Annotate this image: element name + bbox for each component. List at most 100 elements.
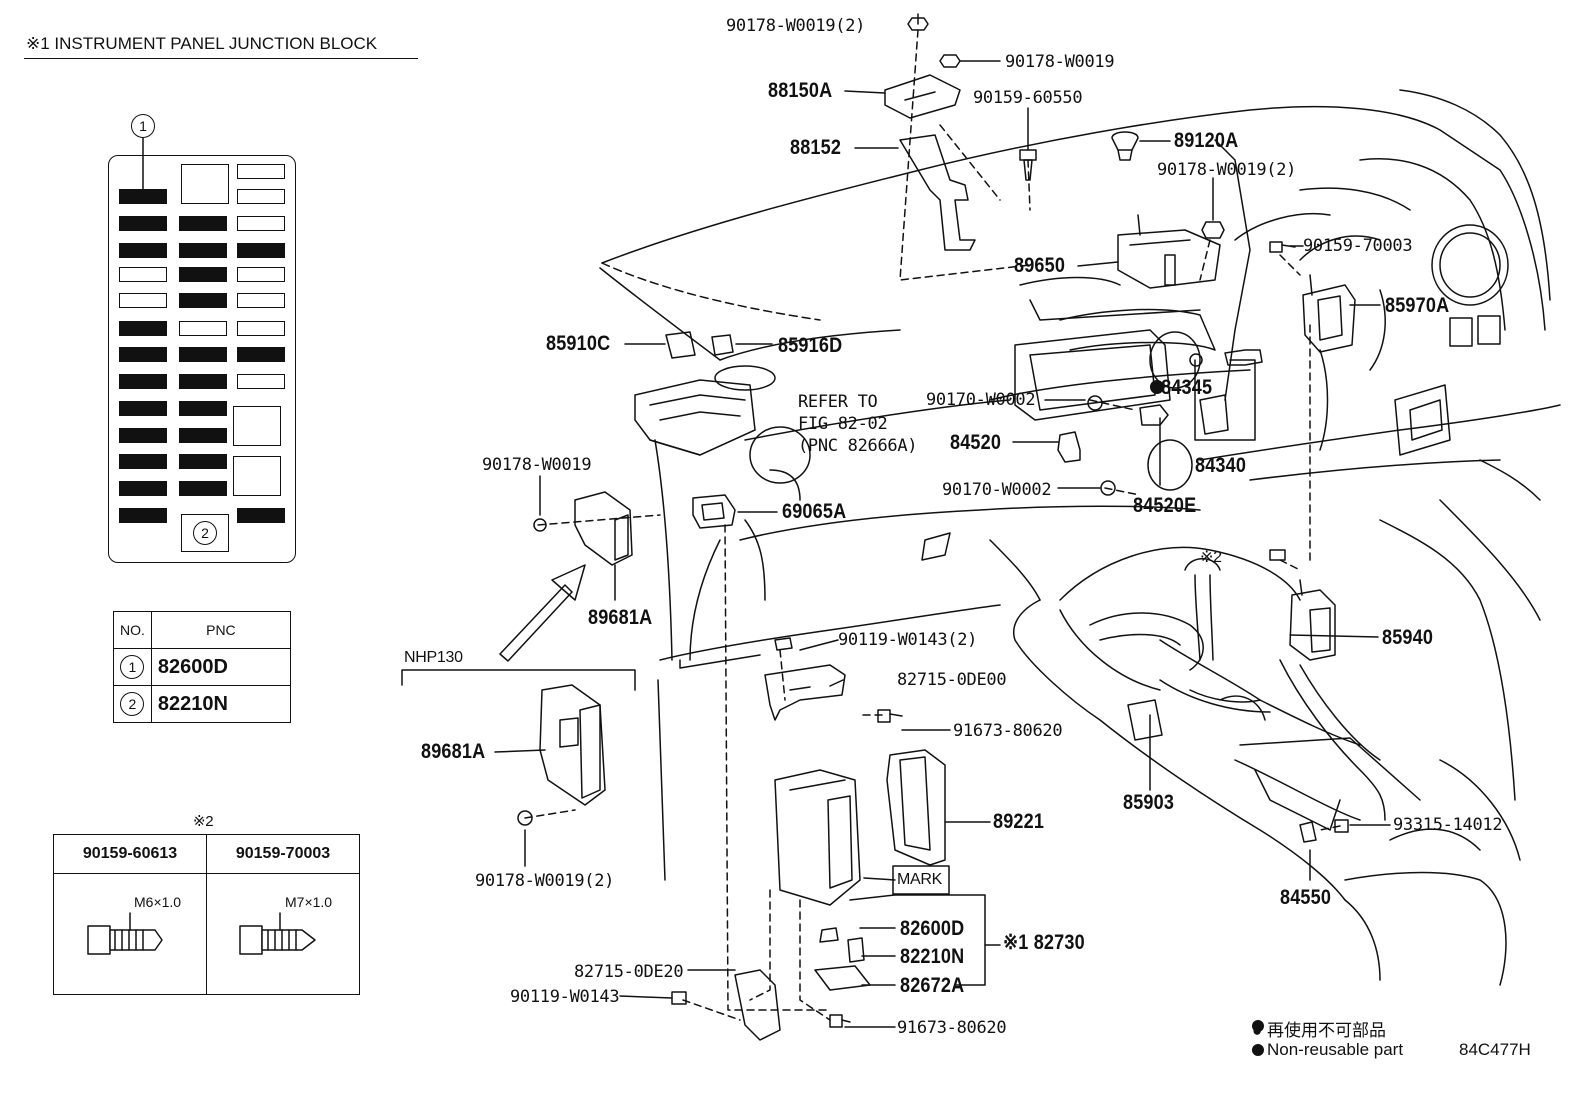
mark-label: MARK — [897, 871, 943, 888]
part-label: 85916D — [778, 334, 843, 357]
part-label: 84550 — [1280, 886, 1332, 909]
refer-line1: REFER TO — [798, 392, 878, 412]
fuse — [119, 243, 167, 258]
fuse — [237, 267, 285, 282]
row-no-2: 2 — [120, 692, 145, 716]
part-label: 85903 — [1123, 791, 1175, 814]
fuse — [237, 216, 285, 231]
figure-code: 84C477H — [1459, 1040, 1531, 1059]
screw-col1-part: 90159-60613 — [53, 834, 207, 874]
part-label: 88150A — [768, 79, 833, 102]
refer-line2: FIG 82-02 — [798, 414, 888, 434]
dashboard-outline — [599, 89, 1561, 986]
legend-line2: ● Non-reusable part — [1252, 1040, 1404, 1059]
screw-col2-thread: M7×1.0 — [285, 894, 333, 910]
part-label: 82715-0DE20 — [574, 962, 684, 982]
fuse — [179, 216, 227, 231]
screw-col1-thread: M6×1.0 — [134, 894, 182, 910]
part-label: 82600D — [900, 917, 965, 940]
part-label: 89681A — [588, 606, 653, 629]
part-label: 90170-W0002 — [942, 480, 1052, 500]
part-label: 84520E — [1133, 494, 1197, 517]
part-label: 84520 — [950, 431, 1002, 454]
part-label: 90178-W0019 — [482, 455, 592, 475]
part-label: 90119-W0143 — [510, 987, 620, 1007]
part-label: 93315-14012 — [1393, 815, 1503, 835]
part-label: 90159-60550 — [973, 88, 1083, 108]
fuse — [179, 321, 227, 336]
relay-slot — [181, 164, 229, 204]
part-label: 82210N — [900, 945, 965, 968]
row-pnc-1: 82600D — [150, 648, 291, 686]
part-label: 69065A — [782, 500, 847, 523]
part-label: 82672A — [900, 974, 965, 997]
fuse — [179, 374, 227, 389]
fuse — [237, 189, 285, 204]
part-label: 91673-80620 — [953, 721, 1063, 741]
fuse — [237, 243, 285, 258]
part-label: 84340 — [1195, 454, 1247, 477]
row-no-1: 1 — [120, 655, 145, 679]
fuse — [119, 428, 167, 443]
fuse — [179, 454, 227, 469]
pnc-header-pnc: PNC — [150, 611, 291, 649]
fuse — [237, 374, 285, 389]
fuse — [119, 189, 167, 204]
fuse — [119, 454, 167, 469]
part-label: ※2 — [1200, 549, 1222, 566]
part-label: 90178-W0019(2) — [1157, 160, 1297, 180]
part-label: ※1 82730 — [1003, 931, 1085, 954]
part-label: 82715-0DE00 — [897, 670, 1007, 690]
relay-slot: 2 — [181, 514, 229, 552]
leaders — [401, 13, 1391, 1028]
relay-slot — [233, 456, 281, 496]
fuse-box: 2 — [108, 155, 296, 563]
fuse — [237, 321, 285, 336]
fuse — [179, 401, 227, 416]
fuse — [237, 164, 285, 179]
screw-table-mark: ※2 — [193, 813, 214, 830]
fuse-callout-1: 1 — [131, 114, 155, 138]
fuse — [179, 347, 227, 362]
screw-table: 90159-60613 90159-70003 M6×1.0 M7×1.0 — [53, 834, 360, 995]
part-label: 91673-80620 — [897, 1018, 1007, 1038]
part-label: 90178-W0019(2) — [726, 16, 866, 36]
fuse — [119, 508, 167, 523]
fuse-callout-2: 2 — [193, 521, 217, 545]
arrow-icon — [499, 564, 586, 662]
fuse — [179, 481, 227, 496]
part-label: 89650 — [1014, 254, 1066, 277]
fuse — [119, 293, 167, 308]
refer-line3: (PNC 82666A) — [798, 436, 918, 456]
fuse — [179, 428, 227, 443]
table-row: 1 82600D — [113, 648, 291, 686]
fuse — [237, 347, 285, 362]
fuse — [237, 508, 285, 523]
part-label: 85940 — [1382, 626, 1434, 649]
pnc-table: NO. PNC 1 82600D 2 82210N — [113, 611, 291, 723]
legend-line1: ● 再使用不可部品 — [1252, 1021, 1386, 1040]
fuse — [119, 374, 167, 389]
fuse — [119, 401, 167, 416]
part-label: 90119-W0143(2) — [838, 630, 978, 650]
part-label: ●84345 — [1150, 376, 1213, 399]
relay-slot — [233, 406, 281, 446]
part-label: 89120A — [1174, 129, 1239, 152]
part-label: 90178-W0019 — [1005, 52, 1115, 72]
part-label: 89221 — [993, 810, 1045, 833]
fuse — [179, 267, 227, 282]
row-pnc-2: 82210N — [150, 685, 291, 723]
part-label: 90170-W0002 — [926, 390, 1036, 410]
fuse — [179, 293, 227, 308]
fuse — [119, 321, 167, 336]
parts-shapes — [517, 17, 1356, 1041]
part-label: 85910C — [546, 332, 611, 355]
fuse — [179, 243, 227, 258]
table-row: 2 82210N — [113, 685, 291, 723]
part-label: 88152 — [790, 136, 842, 159]
part-label: 89681A — [421, 740, 486, 763]
panel-title: ※1 INSTRUMENT PANEL JUNCTION BLOCK — [24, 34, 418, 59]
dash-leaders — [524, 29, 1341, 1021]
part-label: 90159-70003 — [1303, 236, 1413, 256]
